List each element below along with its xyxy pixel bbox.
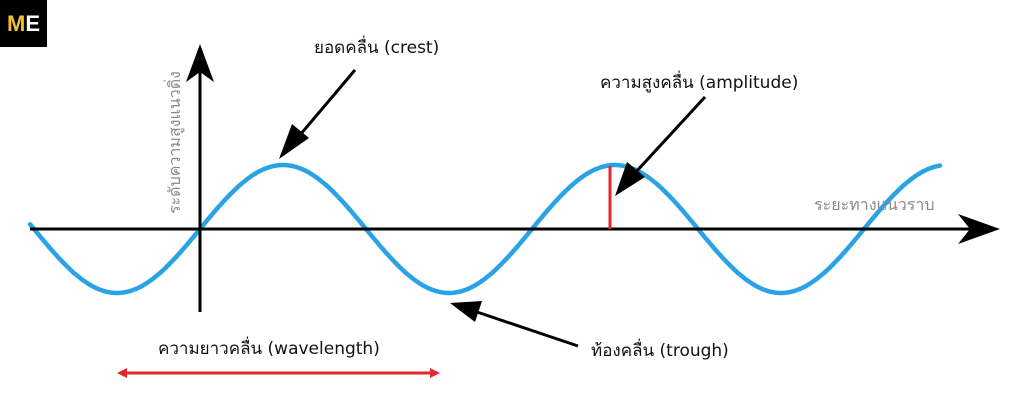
crest-arrow-head (279, 124, 309, 159)
wave-curve (27, 162, 943, 296)
amplitude-arrow-shaft (633, 95, 707, 175)
x-axis-arrowhead (958, 214, 1000, 244)
wavelength-label: ความยาวคลื่น (wavelength) (158, 336, 380, 359)
amplitude-arrow-head (615, 162, 645, 196)
logo-letter-e: E (25, 10, 40, 36)
crest-arrow-shaft (298, 69, 357, 136)
y-axis-label: ระดับความสูงแนวดิ่ง (163, 71, 185, 214)
trough-arrow-head (450, 301, 482, 322)
crest-label: ยอดคลื่น (crest) (314, 35, 439, 58)
trough-label: ท้องคลื่น (trough) (591, 338, 729, 361)
trough-arrow-shaft (476, 310, 579, 348)
logo-letter-m: M (6, 10, 26, 36)
x-axis-label: ระยะทางแนวราบ (814, 195, 934, 214)
amplitude-label: ความสูงคลื่น (amplitude) (600, 70, 798, 93)
y-axis-arrowhead (186, 44, 214, 82)
